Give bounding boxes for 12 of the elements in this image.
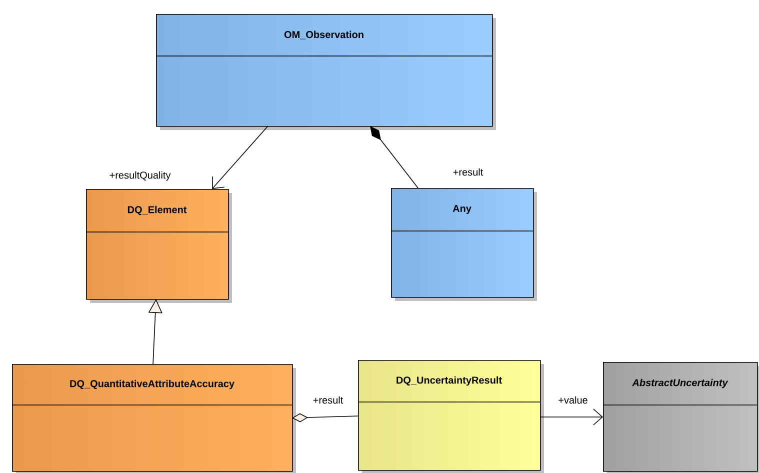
class-box: DQ_QuantitativeAttributeAccuracy (12, 364, 296, 473)
connector (212, 126, 268, 189)
class-box: Any (390, 188, 537, 301)
connector (370, 126, 418, 188)
class-box: DQ_UncertaintyResult (358, 360, 544, 473)
edge-label: +resultQuality (108, 170, 172, 182)
connector (292, 413, 358, 422)
connector (148, 299, 162, 364)
class-box: OM_Observation (156, 14, 496, 130)
connector (540, 408, 603, 426)
class-box: DQ_Element (86, 189, 232, 303)
class-box: AbstractUncertainty (602, 362, 759, 473)
